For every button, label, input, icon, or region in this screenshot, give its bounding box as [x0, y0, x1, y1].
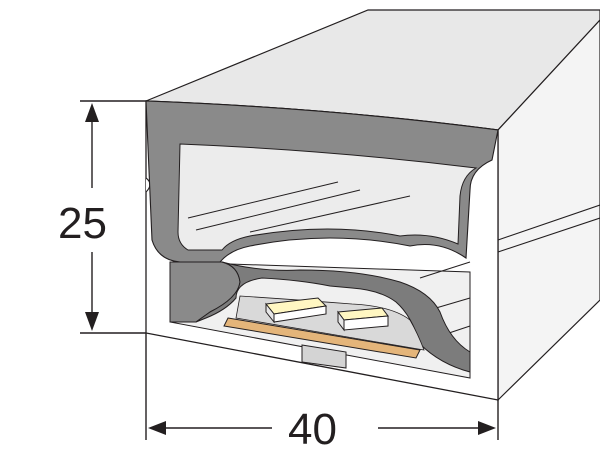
height-dimension-label: 25: [58, 199, 107, 248]
diffuser-window: [177, 143, 478, 251]
dimension-arrow-icon: [148, 421, 166, 435]
dimension-arrow-icon: [85, 103, 99, 122]
diffuser-center-arch: [195, 261, 471, 373]
pcb-strip: [223, 317, 421, 359]
led-chip-left: [265, 297, 328, 324]
height-dimension: 25: [58, 100, 146, 334]
base-tab: [301, 344, 347, 369]
dimension-arrow-icon: [85, 312, 99, 331]
width-dimension: 40: [145, 333, 499, 450]
width-dimension-label: 40: [288, 405, 337, 450]
side-groove: [497, 204, 600, 253]
led-chip-right: [337, 307, 389, 332]
dimension-arrow-icon: [478, 421, 496, 435]
window-depth-lines: [187, 181, 411, 233]
